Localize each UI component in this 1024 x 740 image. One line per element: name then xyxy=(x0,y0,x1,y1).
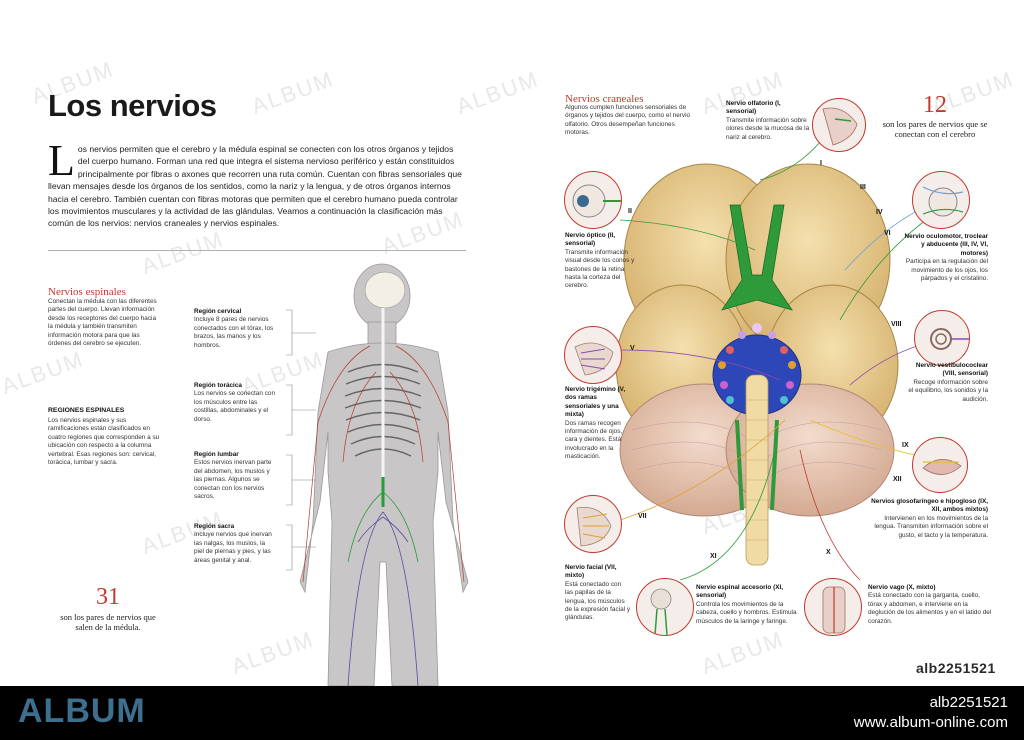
olfactory-detail-circle xyxy=(812,98,866,152)
page-title: Los nervios xyxy=(48,88,217,123)
spinal-text: Conectan la médula con las diferentes pa… xyxy=(48,298,157,348)
label-accessory: Nervio espinal accesorio (XI, sensorial)… xyxy=(696,584,797,625)
label-optic: Nervio óptico (II, sensorial) Transmite … xyxy=(565,232,635,290)
regions-text: Los nervios espinales y sus ramificacion… xyxy=(48,417,160,467)
region-brackets xyxy=(286,309,316,571)
numeral-viii: VIII xyxy=(891,321,902,328)
numeral-vii: VII xyxy=(638,513,647,520)
brain-illustration xyxy=(615,163,899,566)
cranial-count-text: son los pares de nervios que se conectan… xyxy=(882,119,988,139)
facial-detail-circle xyxy=(564,495,622,553)
footer-bar: ALBUM alb2251521 www.album-online.com xyxy=(0,686,1024,740)
watermark: ALBUM xyxy=(698,626,788,679)
label-vestibulocochlear: Nervio vestibulococlear (VIII, sensorial… xyxy=(908,362,988,403)
label-vagus: Nervio vago (X, mixto) Está conectado co… xyxy=(868,584,992,625)
spinal-count-text: son los pares de nervios que salen de la… xyxy=(60,612,156,632)
numeral-xii: XII xyxy=(893,476,902,483)
divider xyxy=(48,250,466,251)
region-cervical: Región cervical Incluye 8 pares de nervi… xyxy=(194,308,274,349)
label-olfactory: Nervio olfatorio (I, sensorial) Transmit… xyxy=(726,100,810,141)
cranial-count: 12 xyxy=(923,92,947,118)
numeral-iii: III xyxy=(860,184,866,191)
optic-detail-circle xyxy=(564,171,622,229)
label-oculomotor: Nervio oculomotor, troclear y abducente … xyxy=(904,233,988,283)
oculomotor-detail-circle xyxy=(912,171,970,229)
regions-heading: REGIONES ESPINALES xyxy=(48,407,125,414)
album-logo[interactable]: ALBUM xyxy=(18,692,146,730)
region-lumbar: Región lumbar Estos nervios inervan part… xyxy=(194,451,272,501)
numeral-ii: II xyxy=(628,208,632,215)
intro-paragraph: Los nervios permiten que el cerebro y la… xyxy=(48,136,462,229)
numeral-v: V xyxy=(630,345,635,352)
numeral-x: X xyxy=(826,549,831,556)
cranial-text: Algunos cumplen funciones sensoriales de… xyxy=(565,104,691,137)
watermark: ALBUM xyxy=(0,346,88,399)
watermark: ALBUM xyxy=(453,66,543,119)
numeral-ix: IX xyxy=(902,442,909,449)
region-sacral: Región sacra Incluye nervios que inervan… xyxy=(194,523,272,564)
label-glossopharyngeal: Nervios glosofaríngeo e hipogloso (IX, X… xyxy=(871,498,988,539)
spinal-count: 31 xyxy=(96,584,120,610)
accessory-detail-circle xyxy=(636,578,694,636)
stock-id: alb2251521 xyxy=(916,660,996,676)
region-thoracic: Región torácica Los nervios se conectan … xyxy=(194,382,275,423)
numeral-i: I xyxy=(820,160,822,167)
cranial-heading: Nervios craneales xyxy=(565,93,644,105)
label-trigeminal: Nervio trigémino (V, dos ramas sensorial… xyxy=(565,386,626,461)
body-figure xyxy=(299,263,469,686)
footer-id: alb2251521 xyxy=(929,694,1008,711)
numeral-iv: IV xyxy=(876,209,883,216)
label-facial: Nervio facial (VII, mixto) Está conectad… xyxy=(565,564,631,622)
vestibulocochlear-detail-circle xyxy=(914,310,970,366)
numeral-vi: VI xyxy=(884,230,891,237)
watermark: ALBUM xyxy=(138,226,228,279)
numeral-xi: XI xyxy=(710,553,717,560)
vagus-detail-circle xyxy=(804,578,862,636)
watermark: ALBUM xyxy=(248,66,338,119)
trigeminal-detail-circle xyxy=(564,326,622,384)
glossopharyngeal-detail-circle xyxy=(912,437,968,493)
footer-url[interactable]: www.album-online.com xyxy=(853,714,1008,731)
spinal-heading: Nervios espinales xyxy=(48,286,126,298)
